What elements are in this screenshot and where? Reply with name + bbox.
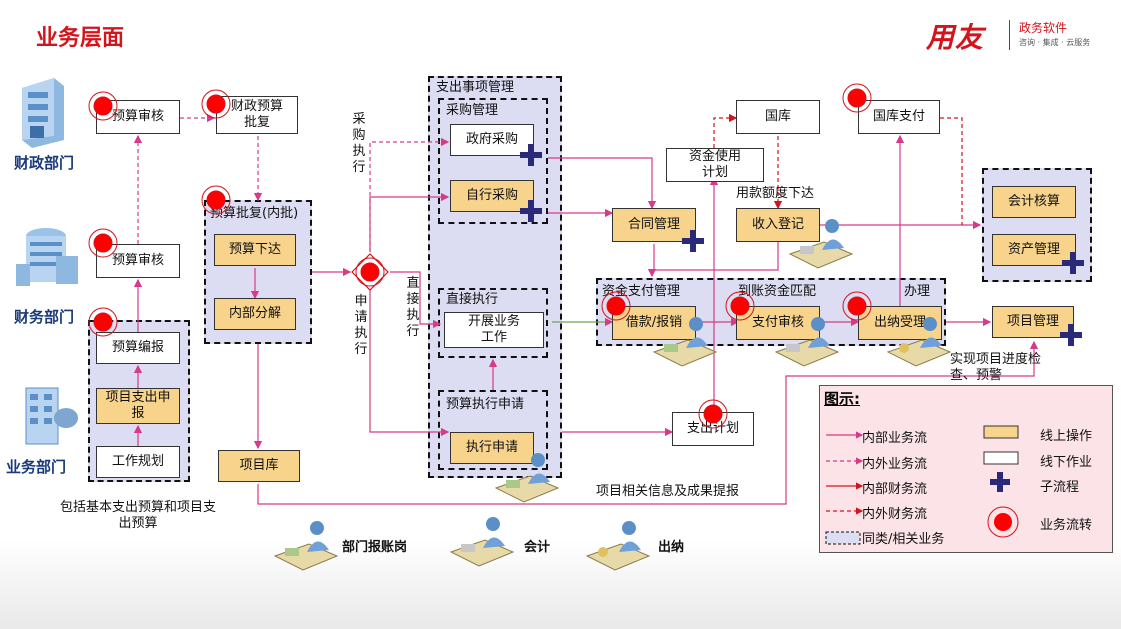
brand-logo: 用友 政务软件 咨询 · 集成 · 云服务 (926, 16, 1090, 56)
background-fade (0, 540, 1121, 629)
transfer-icon (360, 262, 380, 282)
clerk-at-desk-icon (788, 219, 854, 269)
cashier-accept[interactable]: 出纳受理 (858, 306, 942, 340)
budget-approve-internal-label: 预算批复(内批) (210, 206, 299, 221)
direct-exec-label: 直接执行 (446, 292, 499, 307)
transfer-icon (206, 94, 226, 114)
treasury-pay[interactable]: 国库支付 (858, 100, 940, 134)
contract-mgmt[interactable]: 合同管理 (612, 208, 696, 242)
dept-finance: 财政部门 (14, 154, 75, 172)
finance-building-icon (22, 78, 64, 148)
transfer-icon (93, 96, 113, 116)
cashier-icon (585, 521, 651, 571)
internal-breakdown[interactable]: 内部分解 (214, 298, 296, 330)
budget-exec-apply-label: 预算执行申请 (446, 397, 525, 412)
clerk-at-desk-icon (774, 317, 840, 367)
transfer-icon (847, 88, 867, 108)
role-cashier: 出纳 (658, 540, 685, 555)
transfer-icon (730, 296, 750, 316)
role-reimburse-post: 部门报账岗 (342, 540, 408, 555)
budget-review-top[interactable]: 预算审核 (96, 100, 180, 134)
clerk-at-desk-icon (652, 317, 718, 367)
budget-review-mid[interactable]: 预算审核 (96, 244, 180, 278)
logo-line2: 咨询 · 集成 · 云服务 (1019, 38, 1091, 47)
project-expense-report[interactable]: 项目支出申报 (96, 388, 180, 424)
logo-line1: 政务软件 (1019, 21, 1068, 35)
accountant-icon (449, 517, 515, 567)
transfer-icon (703, 404, 723, 424)
role-accountant: 会计 (524, 540, 551, 555)
accounting-building-icon (16, 228, 78, 286)
fund-match-label: 到账资金匹配 (738, 284, 817, 299)
apply-exec-label: 申请执行 (354, 294, 368, 357)
transfer-icon (93, 312, 113, 332)
project-info-label: 项目相关信息及成果提报 (596, 484, 740, 499)
direct-exec-vertical-label: 直接执行 (406, 276, 420, 339)
logo-divider (1009, 20, 1010, 50)
transfer-icon (606, 296, 626, 316)
procurement-group (438, 98, 548, 224)
legend-subflow: 子流程 (1040, 480, 1080, 495)
transfer-icon (206, 190, 226, 210)
legend-inout-finance: 内外财务流 (862, 507, 928, 522)
work-plan[interactable]: 工作规划 (96, 446, 180, 478)
dept-business: 业务部门 (6, 458, 67, 476)
page-title: 业务层面 (36, 26, 125, 51)
subflow-icon (520, 144, 542, 166)
legend-offline: 线下作业 (1040, 455, 1093, 470)
quota-issue-label: 用款额度下达 (736, 186, 815, 201)
reimburse-clerk-icon (273, 521, 339, 571)
legend-internal-finance: 内部财务流 (862, 482, 928, 497)
clerk-at-desk-icon (886, 317, 952, 367)
dept-accounting: 财务部门 (14, 308, 75, 326)
legend-inout-business: 内外业务流 (862, 457, 928, 472)
income-register[interactable]: 收入登记 (736, 208, 820, 242)
start-business[interactable]: 开展业务工作 (444, 312, 544, 348)
transfer-icon (93, 233, 113, 253)
expense-plan[interactable]: 支出计划 (672, 412, 754, 446)
procurement-mgmt-label: 采购管理 (446, 103, 499, 118)
subflow-icon (520, 200, 542, 222)
legend-panel: 图示: 内部业务流 内外业务流 内部财务流 内外财务流 同类/相关业务 线上操作… (819, 385, 1113, 553)
accounting-calc[interactable]: 会计核算 (992, 186, 1076, 218)
exec-apply[interactable]: 执行申请 (450, 432, 534, 464)
clerk-at-desk-icon (494, 453, 560, 503)
legend-transfer: 业务流转 (1040, 518, 1093, 533)
budget-note-label: 包括基本支出预算和项目支出预算 (59, 500, 216, 531)
fund-plan[interactable]: 资金使用计划 (666, 148, 764, 182)
business-building-icon (25, 387, 78, 445)
handle-label: 办理 (904, 284, 931, 299)
gov-procurement[interactable]: 政府采购 (450, 124, 534, 156)
legend-internal-business: 内部业务流 (862, 431, 928, 446)
subflow-icon (1062, 252, 1084, 274)
procure-exec-label: 采购执行 (352, 112, 366, 175)
legend-related: 同类/相关业务 (862, 532, 945, 547)
legend-lines (825, 425, 1019, 545)
subflow-icon (682, 230, 704, 252)
fund-pay-mgmt-label: 资金支付管理 (602, 284, 681, 299)
budget-compile[interactable]: 预算编报 (96, 332, 180, 364)
loan-reimburse[interactable]: 借款/报销 (612, 306, 696, 340)
progress-check-label: 实现项目进度检查、预警 (950, 352, 1042, 383)
pay-review[interactable]: 支付审核 (736, 306, 820, 340)
exec-apply-group (438, 390, 548, 470)
legend-title: 图示: (824, 390, 860, 408)
project-library[interactable]: 项目库 (218, 450, 300, 482)
transfer-icon (847, 296, 867, 316)
subflow-icon (1060, 324, 1082, 346)
expense-mgmt-label: 支出事项管理 (436, 80, 515, 95)
logo-mark: 用友 (926, 21, 985, 54)
budget-issue[interactable]: 预算下达 (214, 234, 296, 266)
self-procurement[interactable]: 自行采购 (450, 180, 534, 212)
treasury[interactable]: 国库 (736, 100, 820, 134)
legend-online: 线上操作 (1040, 429, 1093, 444)
